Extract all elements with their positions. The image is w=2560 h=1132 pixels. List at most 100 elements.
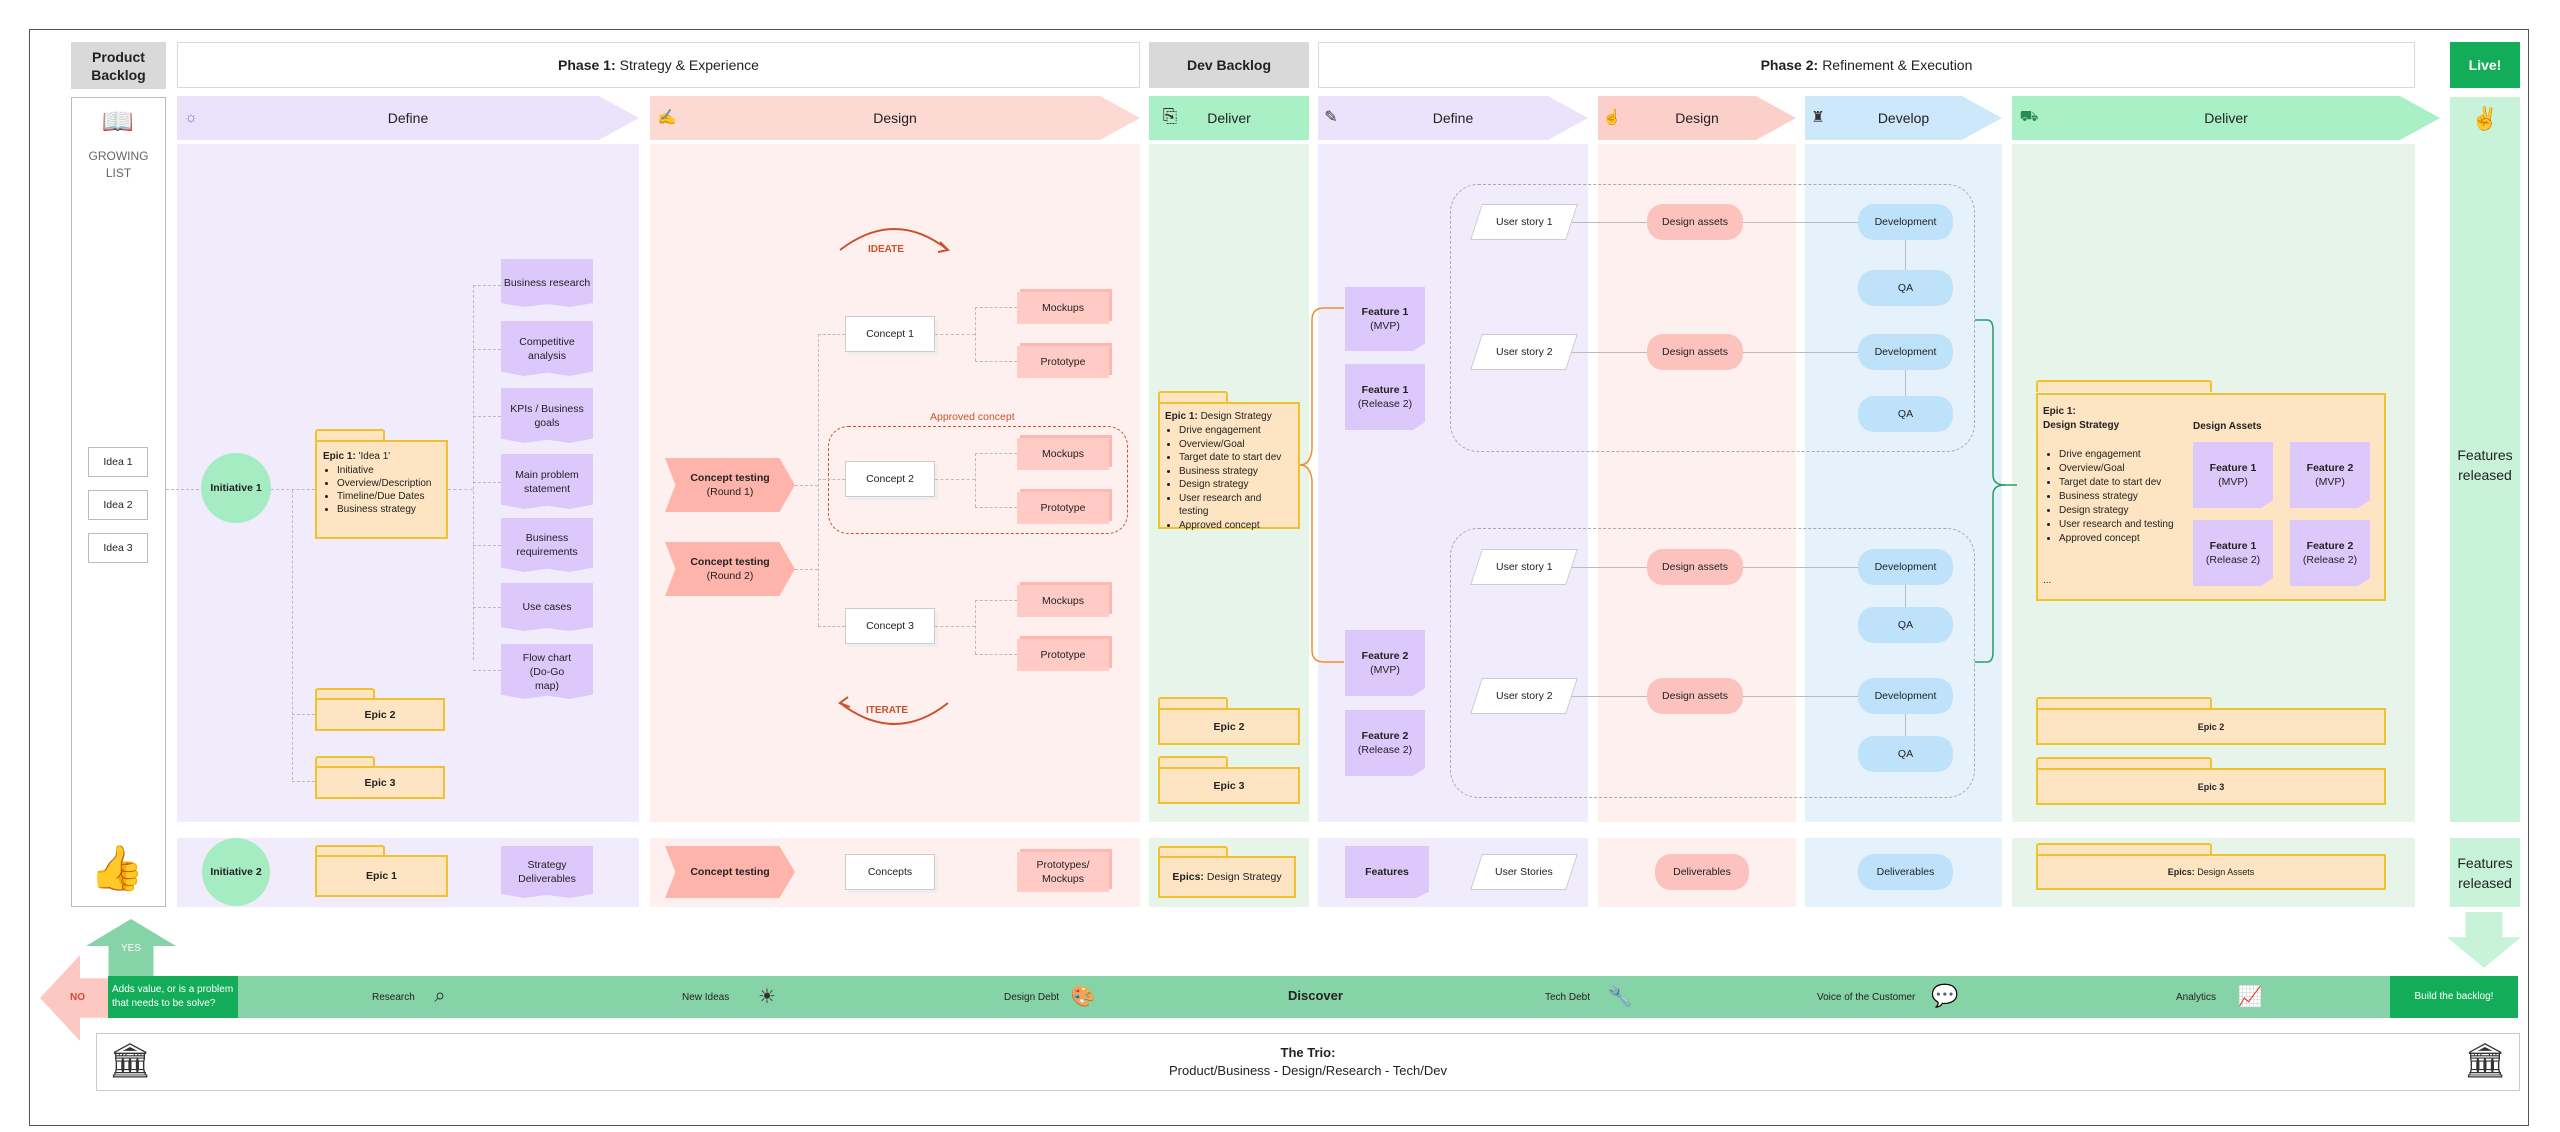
mockups-2[interactable]: Mockups (1017, 438, 1109, 470)
define1-label: Define (387, 110, 429, 126)
devbacklog-epic3-tab (1158, 756, 1228, 768)
build-label: Build the backlog! (2414, 991, 2494, 1002)
doc-flow-chart[interactable]: Flow chart (Do-Go map) (501, 644, 593, 699)
row2-features[interactable]: Features (1345, 846, 1429, 898)
row2-concepts[interactable]: Concepts (845, 854, 935, 890)
user-story-2b[interactable]: User story 2 (1470, 678, 1578, 714)
prototype-1[interactable]: Prototype (1017, 346, 1109, 378)
deliver-epic-2[interactable]: Epic 2 (2036, 708, 2386, 745)
row2-epics-ds: Design Strategy (1206, 871, 1282, 883)
concept-connector (818, 334, 845, 335)
row2-deliverables[interactable]: Deliverables (1655, 854, 1749, 890)
idea-3[interactable]: Idea 3 (88, 533, 148, 563)
qa-label: QA (1897, 282, 1914, 294)
epic1-name: 'Idea 1' (358, 451, 391, 462)
tech-debt-label: Tech Debt (1545, 992, 1591, 1003)
user-story-2a[interactable]: User story 2 (1470, 334, 1578, 370)
design-assets-2[interactable]: Design assets (1647, 334, 1743, 370)
qa-4[interactable]: QA (1858, 736, 1953, 772)
epic-2-folder[interactable]: Epic 2 (315, 698, 445, 731)
concept-1[interactable]: Concept 1 (845, 316, 935, 352)
feature-1-release2[interactable]: Feature 1(Release 2) (1345, 364, 1425, 430)
row2-epic-1[interactable]: Epic 1 (315, 855, 448, 897)
deliver-epic-3[interactable]: Epic 3 (2036, 768, 2386, 805)
row2-epics-design-strategy[interactable]: Epics: Design Strategy (1158, 856, 1296, 898)
epic-3-folder[interactable]: Epic 3 (315, 766, 445, 799)
design-assets-label: Design assets (1662, 346, 1728, 358)
development-3[interactable]: Development (1858, 549, 1953, 585)
mock-connector (975, 307, 1017, 308)
feature-2-mvp[interactable]: Feature 2(MVP) (1345, 630, 1425, 696)
feature-1-mvp[interactable]: Feature 1(MVP) (1345, 287, 1425, 351)
concept-3[interactable]: Concept 3 (845, 608, 935, 644)
epic2-label: Epic 2 (364, 708, 396, 721)
qa-1[interactable]: QA (1858, 270, 1953, 306)
us-to-assets-line (1572, 222, 1647, 223)
doc-use-cases[interactable]: Use cases (501, 583, 593, 631)
research-icon: ⌕ (434, 984, 446, 1007)
features-released2-label: Features released (2457, 855, 2513, 891)
doc-connector (473, 482, 501, 483)
mockups-3[interactable]: Mockups (1017, 585, 1109, 617)
epic-1-folder[interactable]: Epic 1: 'Idea 1' Initiative Overview/Des… (315, 440, 448, 539)
feature-sub: (Release 2) (1357, 744, 1413, 756)
concept-2[interactable]: Concept 2 (845, 461, 935, 497)
row2-epics2-ds: Design Assets (2197, 867, 2255, 877)
devbacklog-epic-2[interactable]: Epic 2 (1158, 708, 1300, 745)
doc-kpis[interactable]: KPIs / Business goals (501, 388, 593, 443)
doc-business-research[interactable]: Business research (501, 259, 593, 307)
development-4[interactable]: Development (1858, 678, 1953, 714)
user-story-1b[interactable]: User story 1 (1470, 549, 1578, 585)
prototype-2[interactable]: Prototype (1017, 492, 1109, 524)
design-assets-1[interactable]: Design assets (1647, 204, 1743, 240)
iterate-label: ITERATE (866, 705, 909, 716)
feature-2-release2[interactable]: Feature 2(Release 2) (1345, 710, 1425, 776)
ct1-round: (Round 1) (706, 486, 754, 498)
development-2[interactable]: Development (1858, 334, 1953, 370)
concept-testing-round2[interactable]: Concept testing(Round 2) (665, 542, 795, 596)
row2-user-stories[interactable]: User Stories (1470, 854, 1578, 890)
design-assets-3[interactable]: Design assets (1647, 549, 1743, 585)
deliver-f1-r2[interactable]: Feature 1(Release 2) (2193, 520, 2273, 586)
prototype-label: Prototype (1040, 649, 1086, 661)
devbacklog-item: Overview/Goal (1179, 438, 1293, 452)
doc-competitive-analysis[interactable]: Competitive analysis (501, 321, 593, 376)
doc-label: KPIs / Business goals (510, 402, 584, 429)
deliver-f2-r2[interactable]: Feature 2(Release 2) (2290, 520, 2370, 586)
user-story-1a[interactable]: User story 1 (1470, 204, 1578, 240)
prototype-3[interactable]: Prototype (1017, 639, 1109, 671)
devbacklog-epic-3[interactable]: Epic 3 (1158, 767, 1300, 804)
row2-deliverables-dev[interactable]: Deliverables (1858, 854, 1953, 890)
concept-testing-round1[interactable]: Concept testing(Round 1) (665, 458, 795, 512)
strategy-deliverables[interactable]: Strategy Deliverables (501, 846, 593, 898)
thumbs-up-icon: 👍 (89, 843, 145, 893)
design-assets-4[interactable]: Design assets (1647, 678, 1743, 714)
development-1[interactable]: Development (1858, 204, 1953, 240)
feature-sub: (MVP) (2218, 476, 2248, 488)
row2-prototypes[interactable]: Prototypes/ Mockups (1017, 852, 1109, 892)
live-column (2450, 97, 2520, 822)
idea-1[interactable]: Idea 1 (88, 447, 148, 477)
mockups-1[interactable]: Mockups (1017, 292, 1109, 324)
feature-connector-lines (1300, 307, 1344, 663)
product-backlog-header: Product Backlog (71, 42, 166, 89)
qa-3[interactable]: QA (1858, 607, 1953, 643)
row2-epics-design-assets[interactable]: Epics: Design Assets (2036, 854, 2386, 890)
doc-business-requirements[interactable]: Business requirements (501, 518, 593, 572)
row2-concept-testing[interactable]: Concept testing (665, 846, 795, 898)
devbacklog-epic2-tab (1158, 697, 1228, 709)
deliver-f1-mvp[interactable]: Feature 1(MVP) (2193, 442, 2273, 508)
initiative-1[interactable]: Initiative 1 (201, 453, 271, 523)
deliver-dev-stage: Deliver (1149, 96, 1309, 140)
deliver-epic-subtitle: Design Strategy (2043, 420, 2120, 431)
build-backlog-button[interactable]: Build the backlog! (2390, 976, 2518, 1018)
ct2-label: Concept testing (690, 556, 770, 568)
devbacklog-epic-1[interactable]: Epic 1: Design Strategy Drive engagement… (1158, 402, 1300, 531)
deliver-f2-mvp[interactable]: Feature 2(MVP) (2290, 442, 2370, 508)
mock-connector (935, 334, 975, 335)
doc-main-problem[interactable]: Main problem statement (501, 454, 593, 509)
qa-2[interactable]: QA (1858, 396, 1953, 432)
feature-sub: (MVP) (1370, 320, 1400, 332)
idea-2[interactable]: Idea 2 (88, 490, 148, 520)
initiative-2[interactable]: Initiative 2 (202, 838, 270, 906)
